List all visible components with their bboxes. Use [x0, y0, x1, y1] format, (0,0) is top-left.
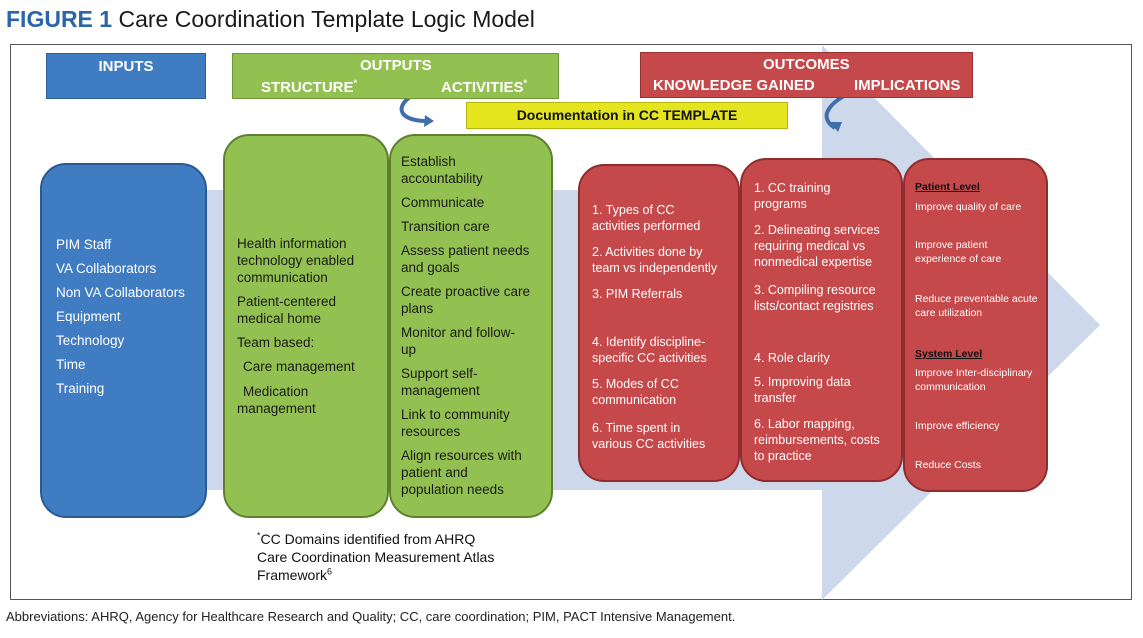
- activity-item: and goals: [401, 260, 460, 275]
- implication-item: Improve patient: [915, 239, 988, 251]
- knowledge2-item: lists/contact registries: [754, 299, 874, 313]
- implication-item: experience of care: [915, 253, 1002, 265]
- knowledge2-item: 1. CC training: [754, 181, 831, 195]
- knowledge-item: 5. Modes of CC: [592, 377, 679, 391]
- input-item: Training: [56, 381, 105, 396]
- knowledge2-item: 5. Improving data: [754, 375, 851, 389]
- activity-item: population needs: [401, 482, 504, 497]
- knowledge2-item: requiring medical vs: [754, 239, 866, 253]
- documentation-banner: Documentation in CC TEMPLATE: [466, 102, 788, 129]
- knowledge-item: specific CC activities: [592, 351, 707, 365]
- implication-item: communication: [915, 381, 986, 393]
- structure-subitem: Medication: [243, 384, 309, 399]
- input-item: VA Collaborators: [56, 261, 157, 276]
- activity-item: patient and: [401, 465, 468, 480]
- structure-subitem: management: [237, 401, 316, 416]
- curved-arrow-icon-outputs: [399, 95, 426, 123]
- knowledge-item: 4. Identify discipline-: [592, 335, 706, 349]
- activity-item: Align resources with: [401, 448, 522, 463]
- structure-label: STRUCTURE*: [261, 78, 358, 96]
- outcomes-header: OUTCOMES KNOWLEDGE GAINED IMPLICATIONS: [640, 52, 973, 98]
- knowledge2-item: reimbursements, costs: [754, 433, 880, 447]
- knowledge2-item: nonmedical expertise: [754, 255, 873, 269]
- arrowhead-icon: [424, 115, 434, 127]
- knowledge-gained-column: 1. Types of CC activities performed 2. A…: [578, 164, 740, 482]
- footnote-line: Framework6: [257, 566, 333, 584]
- activity-item: accountability: [401, 171, 483, 186]
- knowledge2-item: 6. Labor mapping,: [754, 417, 855, 431]
- activities-column: Establish accountability Communicate Tra…: [389, 134, 553, 518]
- implications-column: Patient Level Improve quality of care Im…: [903, 158, 1048, 492]
- activities-label: ACTIVITIES*: [441, 78, 528, 96]
- system-level-heading: System Level: [915, 348, 983, 360]
- activity-item: Establish: [401, 154, 456, 169]
- knowledge-item: 1. Types of CC: [592, 203, 675, 217]
- activity-item: Link to community: [401, 407, 510, 422]
- activity-item: Assess patient needs: [401, 243, 530, 258]
- footnote: *CC Domains identified from AHRQ Care Co…: [257, 530, 494, 585]
- activity-item: Transition care: [401, 219, 490, 234]
- input-item: Non VA Collaborators: [56, 285, 185, 300]
- activity-item: management: [401, 383, 480, 398]
- knowledge-item: 3. PIM Referrals: [592, 287, 683, 301]
- structure-column: Health information technology enabled co…: [223, 134, 389, 518]
- knowledge2-item: 4. Role clarity: [754, 351, 830, 365]
- activity-item: Monitor and follow-: [401, 325, 516, 340]
- structure-item: communication: [237, 270, 328, 285]
- knowledge-item: various CC activities: [592, 437, 706, 451]
- patient-level-heading: Patient Level: [915, 181, 980, 193]
- knowledge-item: 6. Time spent in: [592, 421, 681, 435]
- input-item: Equipment: [56, 309, 121, 324]
- knowledge2-item: programs: [754, 197, 807, 211]
- knowledge-item: 2. Activities done by: [592, 245, 703, 259]
- implication-item: Improve efficiency: [915, 420, 1000, 432]
- activity-item: Communicate: [401, 195, 485, 210]
- knowledge-item: team vs independently: [592, 261, 718, 275]
- structure-item: medical home: [237, 311, 322, 326]
- activity-item: up: [401, 342, 417, 357]
- footnote-line: Care Coordination Measurement Atlas: [257, 549, 495, 566]
- outcomes-title: OUTCOMES: [763, 56, 850, 73]
- diagram-frame: [10, 44, 1132, 600]
- figure-number: FIGURE 1: [6, 6, 113, 32]
- abbreviations-note: Abbreviations: AHRQ, Agency for Healthca…: [6, 609, 736, 624]
- knowledge-item: activities performed: [592, 219, 701, 233]
- implications-label: IMPLICATIONS: [854, 77, 961, 94]
- activity-item: plans: [401, 301, 434, 316]
- figure-title-text: Care Coordination Template Logic Model: [118, 6, 535, 32]
- implication-item: Reduce Costs: [915, 459, 981, 471]
- activity-item: resources: [401, 424, 461, 439]
- knowledge2-item: to practice: [754, 449, 812, 463]
- arrowhead-icon: [830, 122, 842, 132]
- structure-subitem: Care management: [243, 359, 355, 374]
- input-item: Time: [56, 357, 86, 372]
- structure-item: technology enabled: [237, 253, 355, 268]
- implication-item: care utilization: [915, 307, 983, 319]
- figure-title: FIGURE 1 Care Coordination Template Logi…: [6, 6, 535, 33]
- knowledge-gained-implications-column: 1. CC training programs 2. Delineating s…: [740, 158, 903, 482]
- outputs-header: OUTPUTS STRUCTURE* ACTIVITIES*: [232, 53, 559, 99]
- activity-item: Create proactive care: [401, 284, 531, 299]
- outputs-title: OUTPUTS: [360, 57, 432, 74]
- implication-item: Improve Inter-disciplinary: [915, 367, 1033, 379]
- knowledge2-item: 3. Compiling resource: [754, 283, 876, 297]
- implication-item: Improve quality of care: [915, 201, 1022, 213]
- implication-item: Reduce preventable acute: [915, 293, 1038, 305]
- structure-item: Team based:: [237, 335, 315, 350]
- activity-item: Support self-: [401, 366, 478, 381]
- knowledge-item: communication: [592, 393, 677, 407]
- inputs-column: PIM Staff VA Collaborators Non VA Collab…: [40, 163, 207, 518]
- inputs-header: INPUTS: [46, 53, 206, 99]
- knowledge2-item: 2. Delineating services: [754, 223, 880, 237]
- structure-item: Patient-centered: [237, 294, 337, 309]
- footnote-line: *CC Domains identified from AHRQ: [257, 530, 476, 547]
- knowledge-gained-label: KNOWLEDGE GAINED: [653, 77, 815, 94]
- input-item: Technology: [56, 333, 125, 348]
- knowledge2-item: transfer: [754, 391, 797, 405]
- structure-item: Health information: [237, 236, 347, 251]
- input-item: PIM Staff: [56, 237, 112, 252]
